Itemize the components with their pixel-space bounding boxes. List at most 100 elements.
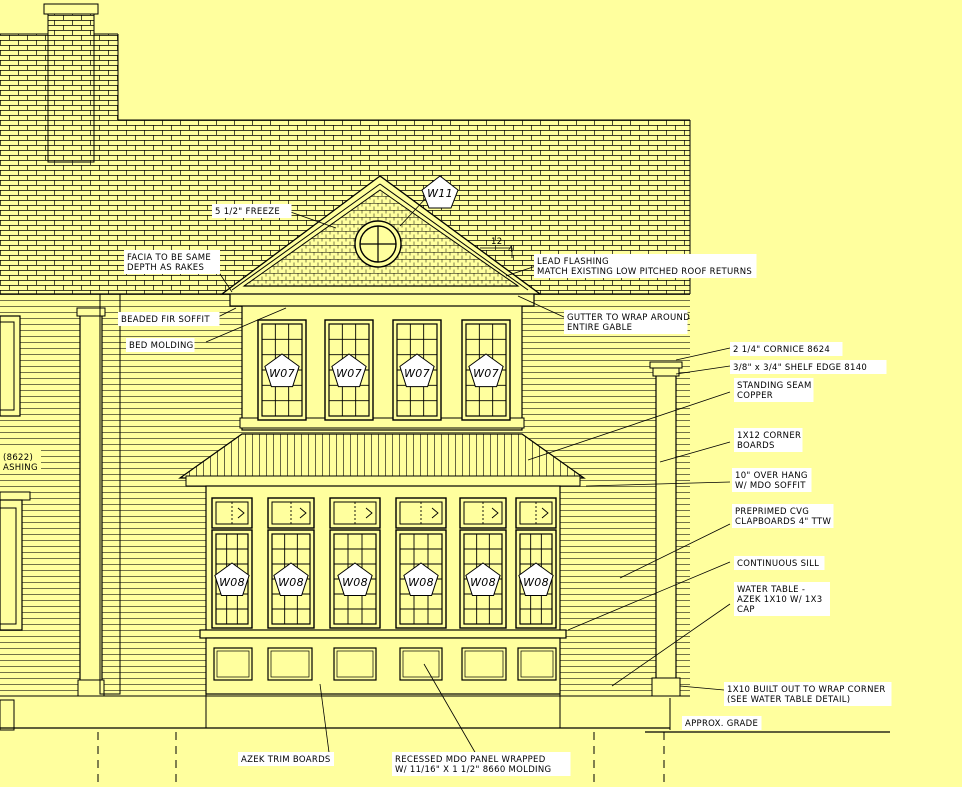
- annotation-left-edge: (8622)ASHING: [0, 450, 41, 474]
- annotation-line: W/ MDO SOFFIT: [735, 481, 806, 491]
- annotation-line: (SEE WATER TABLE DETAIL): [727, 695, 850, 705]
- window-tag-label: W07: [473, 367, 499, 380]
- window-unit: W08: [329, 529, 381, 629]
- window-unit: W07: [461, 319, 511, 421]
- dormer: 12 4 W07 W07 W07 W07: [220, 175, 542, 431]
- annotation-freeze: 5 1/2" FREEZE: [212, 204, 292, 218]
- annotation-line: (8622): [3, 453, 33, 463]
- window-tag-w11: W11: [421, 175, 459, 209]
- slope-run-label: 12: [491, 237, 502, 247]
- window-tag: W07: [399, 353, 435, 388]
- annotation-line: CONTINUOUS SILL: [737, 559, 819, 569]
- window-tag: W07: [264, 353, 300, 388]
- recessed-panel: [333, 647, 377, 681]
- annotation-line: ENTIRE GABLE: [567, 323, 632, 333]
- recessed-panels: [213, 647, 557, 681]
- annotation-line: FACIA TO BE SAME: [127, 253, 211, 263]
- window-tag-label: W08: [470, 576, 496, 589]
- annotation-sill: CONTINUOUS SILL: [734, 556, 825, 570]
- transom-window: [459, 497, 507, 529]
- annotation-line: BEADED FIR SOFFIT: [121, 315, 210, 325]
- window-unit: W08: [395, 529, 447, 629]
- annotation-line: CAP: [737, 605, 755, 615]
- window-tag: W08: [273, 562, 309, 596]
- window-tag-label: W08: [408, 576, 434, 589]
- left-window-fragments: [0, 315, 31, 731]
- window-tag: W07: [331, 353, 367, 388]
- annotation-line: RECESSED MDO PANEL WRAPPED: [395, 755, 546, 765]
- svg-text:W11: W11: [427, 187, 453, 200]
- annotation-line: STANDING SEAM: [737, 381, 812, 391]
- annotation-line: AZEK 1X10 W/ 1X3: [737, 595, 822, 605]
- window-unit: W07: [324, 319, 374, 421]
- annotation-grade: APPROX. GRADE: [682, 716, 762, 730]
- window-unit: W08: [267, 529, 315, 629]
- annotation-line: PREPRIMED CVG: [735, 507, 809, 517]
- window-tag-label: W08: [342, 576, 368, 589]
- window-tag: W08: [518, 562, 554, 596]
- annotation-line: 1X10 BUILT OUT TO WRAP CORNER: [727, 685, 886, 695]
- annotation-built-out: 1X10 BUILT OUT TO WRAP CORNER(SEE WATER …: [724, 682, 892, 706]
- transom-window: [515, 497, 557, 529]
- annotation-line: MATCH EXISTING LOW PITCHED ROOF RETURNS: [537, 267, 752, 277]
- window-unit: W08: [515, 529, 557, 629]
- annotation-bed-molding: BED MOLDING: [126, 338, 195, 352]
- corner-pilaster-left: [76, 293, 121, 697]
- transom-window: [329, 497, 381, 529]
- window-unit: W07: [257, 319, 307, 421]
- corner-pilaster-right: [649, 361, 683, 697]
- window-tag-label: W07: [269, 367, 295, 380]
- window-tag: W08: [465, 562, 501, 596]
- window-tag-label: W07: [404, 367, 430, 380]
- chimney: [43, 3, 99, 163]
- window-tag: W08: [403, 562, 439, 596]
- annotation-line: W/ 11/16" X 1 1/2" 8660 MOLDING: [395, 765, 551, 775]
- annotation-line: 5 1/2" FREEZE: [215, 207, 280, 217]
- lower-windows: W08 W08 W08 W08 W08 W08: [211, 497, 557, 629]
- annotation-line: WATER TABLE -: [737, 585, 805, 595]
- recessed-panel: [267, 647, 313, 681]
- window-tag-label: W08: [523, 576, 549, 589]
- window-tag-label: W07: [336, 367, 362, 380]
- slope-rise-label: 4: [508, 245, 514, 255]
- window-unit: W08: [211, 529, 253, 629]
- annotation-line: BOARDS: [737, 441, 775, 451]
- lower-bay: W08 W08 W08 W08 W08 W08: [199, 485, 567, 695]
- leader-lines: [205, 197, 731, 761]
- recessed-panel: [399, 647, 443, 681]
- annotation-line: DEPTH AS RAKES: [127, 263, 204, 273]
- annotation-cornice: 2 1/4" CORNICE 8624: [730, 342, 843, 356]
- annotation-line: CLAPBOARDS 4" TTW: [735, 517, 831, 527]
- annotation-line: 1X12 CORNER: [737, 431, 801, 441]
- annotation-line: APPROX. GRADE: [685, 719, 758, 729]
- window-tag-label: W08: [278, 576, 304, 589]
- window-tag: W08: [337, 562, 373, 596]
- annotation-beaded-soffit: BEADED FIR SOFFIT: [118, 312, 220, 326]
- annotation-shelf-edge: 3/8" x 3/4" SHELF EDGE 8140: [730, 360, 887, 374]
- window-unit: W07: [392, 319, 442, 421]
- window-unit: W08: [459, 529, 507, 629]
- window-tag: W07: [468, 353, 504, 388]
- annotation-line: COPPER: [737, 391, 773, 401]
- recessed-panel: [517, 647, 557, 681]
- transom-window: [211, 497, 253, 529]
- transom-window: [267, 497, 315, 529]
- annotation-line: GUTTER TO WRAP AROUND: [567, 313, 690, 323]
- recessed-panel: [461, 647, 507, 681]
- annotation-line: ASHING: [3, 463, 38, 473]
- annotation-line: 10" OVER HANG: [735, 471, 808, 481]
- annotation-line: LEAD FLASHING: [537, 257, 609, 267]
- window-tag: W08: [214, 562, 250, 596]
- copper-roof: [178, 433, 586, 487]
- slope-indicator: 12 4: [480, 237, 514, 258]
